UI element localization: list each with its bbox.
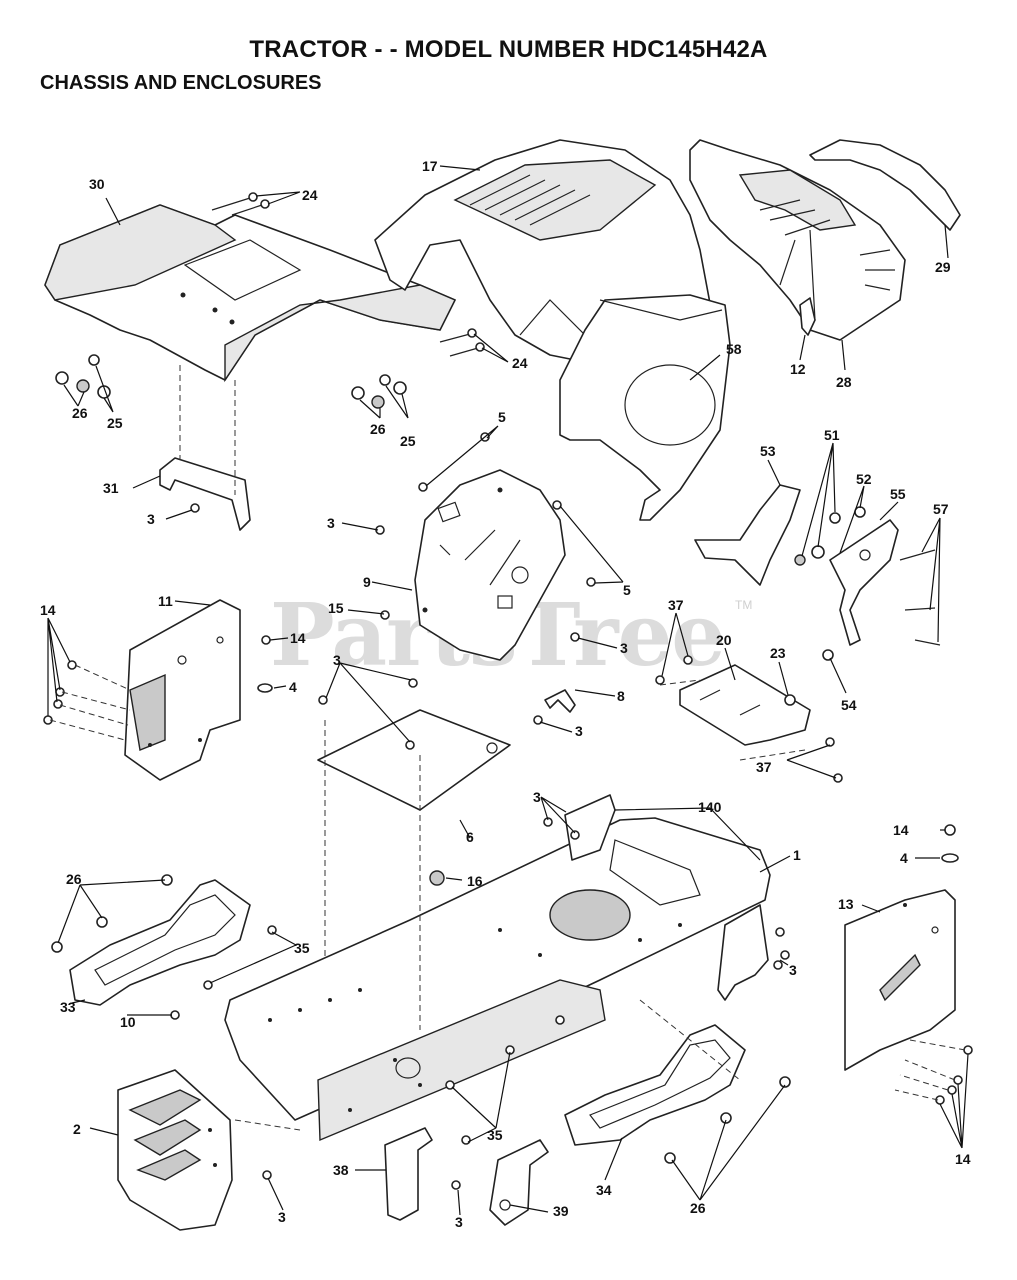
callout-52: 52 (856, 471, 872, 487)
misc-small-fasteners (190, 432, 596, 1190)
fastener-group-37 (655, 655, 843, 783)
callout-3: 3 (533, 789, 541, 805)
callout-15: 15 (328, 600, 344, 616)
part-31-bracket[interactable] (159, 457, 251, 531)
fender-nuts-right (351, 374, 407, 409)
callout-3: 3 (575, 723, 583, 739)
callout-29: 29 (935, 259, 951, 275)
callout-14: 14 (955, 1151, 971, 1167)
callout-140: 140 (698, 799, 722, 815)
part-2-plate[interactable] (117, 1069, 233, 1231)
callout-3: 3 (333, 652, 341, 668)
callout-30: 30 (89, 176, 105, 192)
callout-57: 57 (933, 501, 949, 517)
part-33-footrest[interactable] (69, 879, 251, 1006)
callout-8: 8 (617, 688, 625, 704)
callout-11: 11 (158, 593, 173, 609)
fender-nuts-left (55, 354, 111, 399)
callout-53: 53 (760, 443, 776, 459)
part-1-frame[interactable] (224, 817, 771, 1142)
rear-bracket-frame[interactable] (717, 904, 790, 1001)
callout-5: 5 (498, 409, 506, 425)
callout-38: 38 (333, 1162, 349, 1178)
part-dash-panel[interactable] (414, 469, 566, 661)
part-34-footrest[interactable] (564, 1024, 746, 1146)
callout-2: 2 (73, 1121, 81, 1137)
part-6-plate[interactable] (317, 709, 511, 811)
callout-37: 37 (756, 759, 772, 775)
callout-58: 58 (726, 341, 742, 357)
callout-3: 3 (147, 511, 155, 527)
part-55-bracket[interactable] (829, 519, 899, 646)
part-engine-shroud[interactable] (559, 294, 731, 521)
fastener-group-26-right (664, 1076, 791, 1164)
callout-35: 35 (487, 1127, 503, 1143)
page-title: TRACTOR - - MODEL NUMBER HDC145H42A (249, 36, 768, 63)
callout-16: 16 (467, 873, 483, 889)
callout-20: 20 (716, 632, 732, 648)
callout-25: 25 (400, 433, 416, 449)
callout-12: 12 (790, 361, 806, 377)
callout-14: 14 (40, 602, 56, 618)
callout-55: 55 (890, 486, 906, 502)
leader-lines (47, 165, 969, 1216)
callout-34: 34 (596, 1182, 612, 1198)
callout-14: 14 (893, 822, 909, 838)
callout-13: 13 (838, 896, 854, 912)
fender-bolts-top (211, 192, 270, 216)
callout-33: 33 (60, 999, 76, 1015)
callout-24: 24 (512, 355, 528, 371)
callout-6: 6 (466, 829, 474, 845)
callout-1: 1 (793, 847, 801, 863)
fender-bolts-right (439, 328, 485, 357)
callout-9: 9 (363, 574, 371, 590)
callout-28: 28 (836, 374, 852, 390)
callout-23: 23 (770, 645, 786, 661)
part-11-side-panel[interactable] (124, 599, 241, 781)
callout-25: 25 (107, 415, 123, 431)
callout-24: 24 (302, 187, 318, 203)
section-subtitle: CHASSIS AND ENCLOSURES (40, 72, 322, 94)
part-rear-fender[interactable] (44, 204, 456, 383)
callout-5: 5 (623, 582, 631, 598)
callout-4: 4 (289, 679, 297, 695)
part-grille-trim[interactable] (809, 139, 961, 231)
callout-3: 3 (278, 1209, 286, 1225)
callout-4: 4 (900, 850, 908, 866)
fastener-group-26-35-left (51, 874, 277, 1020)
callout-3: 3 (455, 1214, 463, 1230)
callout-3: 3 (620, 640, 628, 656)
callout-14: 14 (290, 630, 306, 646)
callout-37: 37 (668, 597, 684, 613)
callout-10: 10 (120, 1014, 136, 1030)
part-140-bracket[interactable] (564, 794, 616, 861)
part-38-bracket[interactable] (384, 1127, 433, 1221)
callout-26: 26 (66, 871, 82, 887)
part-20-plate[interactable] (679, 664, 811, 746)
callout-51: 51 (824, 427, 840, 443)
callout-35: 35 (294, 940, 310, 956)
part-39-bracket[interactable] (489, 1139, 549, 1226)
assembly-guide-lines (179, 365, 806, 1131)
callout-26: 26 (72, 405, 88, 421)
callout-26: 26 (370, 421, 386, 437)
part-13-side-panel[interactable] (844, 824, 959, 1071)
callout-17: 17 (422, 158, 438, 174)
callout-3: 3 (327, 515, 335, 531)
callout-26: 26 (690, 1200, 706, 1216)
part-8-clip[interactable] (544, 689, 576, 713)
callout-3: 3 (789, 962, 797, 978)
callout-labels: 30 24 17 29 24 58 12 28 26 25 25 26 5 31… (40, 158, 971, 1230)
part-12-bracket[interactable] (799, 297, 816, 336)
part-16-nut[interactable] (429, 870, 445, 886)
part-grille-housing[interactable] (689, 139, 906, 341)
callout-31: 31 (103, 480, 119, 496)
fastener-group-14-right (894, 1039, 973, 1105)
part-53-bracket[interactable] (694, 484, 801, 586)
callout-39: 39 (553, 1203, 569, 1219)
watermark-trademark: TM (735, 598, 753, 612)
callout-54: 54 (841, 697, 857, 713)
